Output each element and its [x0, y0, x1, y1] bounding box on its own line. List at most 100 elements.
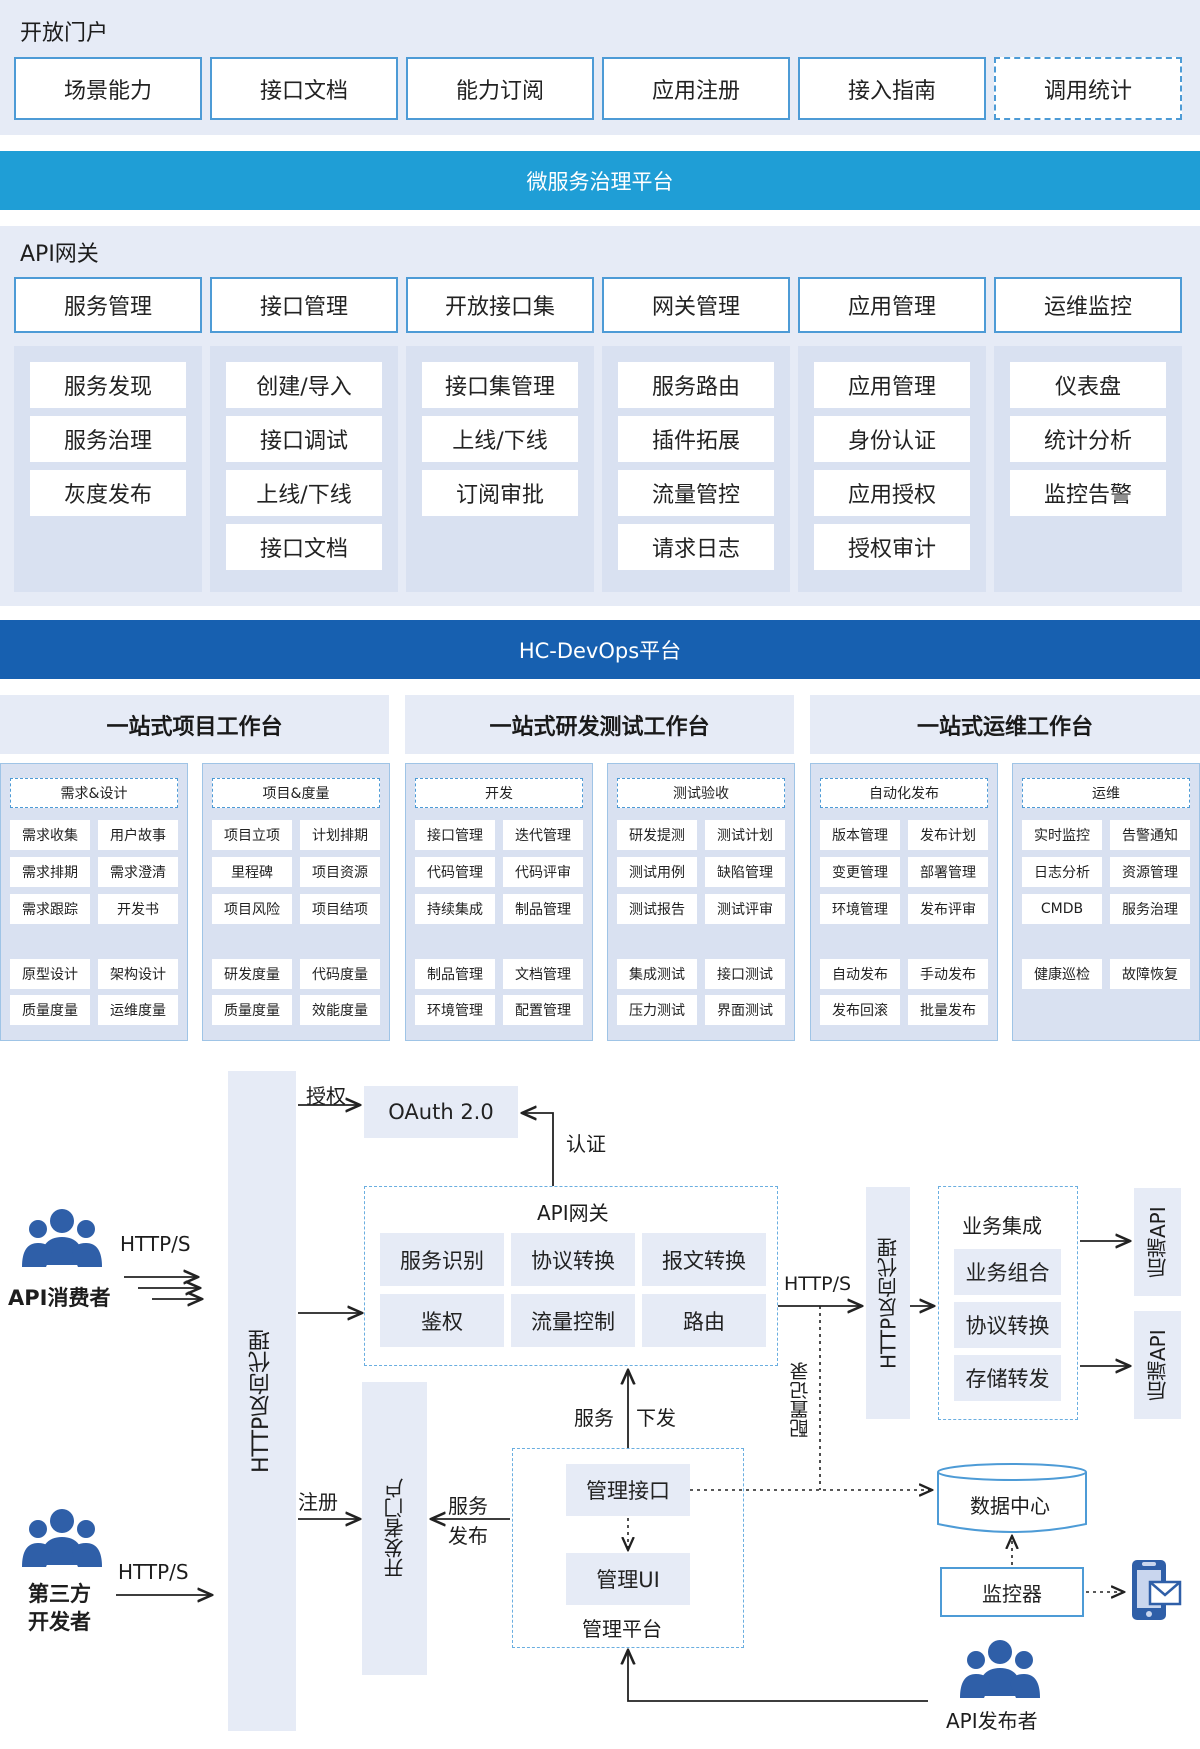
devops-cell[interactable]: 发布回滚 [820, 995, 900, 1025]
gateway-feature-item[interactable]: 接口集管理 [422, 362, 578, 408]
devops-cell[interactable]: 服务治理 [1110, 894, 1190, 924]
devops-cell[interactable]: 项目结项 [300, 894, 380, 924]
devops-cell[interactable]: 质量度量 [10, 995, 90, 1025]
gateway-feature-item[interactable]: 应用授权 [814, 470, 970, 516]
devops-cell[interactable]: 发布计划 [908, 820, 988, 850]
auth-label: 认证 [566, 1132, 606, 1156]
gateway-http-label: HTTP/S [784, 1273, 852, 1295]
devops-cell[interactable]: 集成测试 [617, 959, 697, 989]
gateway-feature-item[interactable]: 仪表盘 [1010, 362, 1166, 408]
devops-cell[interactable]: 测试用例 [617, 857, 697, 887]
devops-cell[interactable]: CMDB [1022, 894, 1102, 924]
gateway-feature-item[interactable]: 订阅审批 [422, 470, 578, 516]
devops-cell[interactable]: 里程碑 [212, 857, 292, 887]
devops-cell[interactable]: 需求收集 [10, 820, 90, 850]
devops-cell[interactable]: 制品管理 [415, 959, 495, 989]
gateway-feature-item[interactable]: 插件拓展 [618, 416, 774, 462]
devops-cell[interactable]: 资源管理 [1110, 857, 1190, 887]
devops-cell[interactable]: 变更管理 [820, 857, 900, 887]
gateway-feature-item[interactable]: 统计分析 [1010, 416, 1166, 462]
gateway-feature-item[interactable]: 上线/下线 [422, 416, 578, 462]
gateway-feature-item[interactable]: 服务路由 [618, 362, 774, 408]
devops-cell[interactable]: 代码管理 [415, 857, 495, 887]
workstation-dev-test: 一站式研发测试工作台 [405, 695, 794, 754]
devops-cell[interactable]: 日志分析 [1022, 857, 1102, 887]
devops-cell[interactable]: 配置管理 [503, 995, 583, 1025]
devops-cell[interactable]: 部署管理 [908, 857, 988, 887]
gateway-feature-item[interactable]: 流量管控 [618, 470, 774, 516]
devops-cell[interactable]: 告警通知 [1110, 820, 1190, 850]
devops-cell[interactable]: 项目风险 [212, 894, 292, 924]
devops-cell[interactable]: 批量发布 [908, 995, 988, 1025]
devops-cell[interactable]: 需求跟踪 [10, 894, 90, 924]
devops-cell[interactable]: 制品管理 [503, 894, 583, 924]
devops-cell[interactable]: 用户故事 [98, 820, 178, 850]
gateway-feature-item[interactable]: 应用管理 [814, 362, 970, 408]
authorize-label: 授权 [306, 1084, 346, 1108]
gateway-feature-item[interactable]: 接口调试 [226, 416, 382, 462]
portal-item-guide[interactable]: 接入指南 [798, 57, 986, 120]
devops-cell[interactable]: 持续集成 [415, 894, 495, 924]
management-platform [512, 1448, 744, 1648]
devops-cell[interactable]: 健康巡检 [1022, 959, 1102, 989]
consumer-http-label: HTTP/S [120, 1232, 191, 1256]
devops-cell[interactable]: 架构设计 [98, 959, 178, 989]
gateway-feature-item[interactable]: 监控告警 [1010, 470, 1166, 516]
gateway-header-open-api-set[interactable]: 开放接口集 [406, 277, 594, 333]
gateway-header-ops-monitor[interactable]: 运维监控 [994, 277, 1182, 333]
devops-cell[interactable]: 环境管理 [415, 995, 495, 1025]
devops-cell[interactable]: 质量度量 [212, 995, 292, 1025]
devops-cell[interactable]: 项目资源 [300, 857, 380, 887]
devops-cell[interactable]: 测试评审 [705, 894, 785, 924]
gateway-header-api-mgmt[interactable]: 接口管理 [210, 277, 398, 333]
devops-cell[interactable]: 实时监控 [1022, 820, 1102, 850]
gateway-feature-item[interactable]: 服务治理 [30, 416, 186, 462]
devops-cell[interactable]: 项目立项 [212, 820, 292, 850]
devops-cell[interactable]: 测试报告 [617, 894, 697, 924]
portal-item-subscribe[interactable]: 能力订阅 [406, 57, 594, 120]
devops-cell[interactable]: 测试计划 [705, 820, 785, 850]
devops-cell[interactable]: 故障恢复 [1110, 959, 1190, 989]
devops-cell[interactable]: 运维度量 [98, 995, 178, 1025]
gateway-feature-item[interactable]: 请求日志 [618, 524, 774, 570]
devops-cell[interactable]: 原型设计 [10, 959, 90, 989]
devops-cell[interactable]: 缺陷管理 [705, 857, 785, 887]
devops-cell[interactable]: 环境管理 [820, 894, 900, 924]
devops-cell[interactable]: 开发书 [98, 894, 178, 924]
devops-cell[interactable]: 文档管理 [503, 959, 583, 989]
devops-platform-bar: HC-DevOps平台 [0, 620, 1200, 679]
devops-cell[interactable]: 自动发布 [820, 959, 900, 989]
devops-cell[interactable]: 压力测试 [617, 995, 697, 1025]
portal-item-app-register[interactable]: 应用注册 [602, 57, 790, 120]
devops-cell[interactable]: 代码评审 [503, 857, 583, 887]
portal-item-api-doc[interactable]: 接口文档 [210, 57, 398, 120]
devops-cell[interactable]: 界面测试 [705, 995, 785, 1025]
devops-cell[interactable]: 需求排期 [10, 857, 90, 887]
gateway-feature-item[interactable]: 服务发现 [30, 362, 186, 408]
gateway-feature-item[interactable]: 授权审计 [814, 524, 970, 570]
gateway-header-service-mgmt[interactable]: 服务管理 [14, 277, 202, 333]
portal-item-stats[interactable]: 调用统计 [994, 57, 1182, 120]
devops-cell[interactable]: 需求澄清 [98, 857, 178, 887]
devops-cell[interactable]: 研发度量 [212, 959, 292, 989]
devops-cell[interactable]: 发布评审 [908, 894, 988, 924]
portal-item-scene[interactable]: 场景能力 [14, 57, 202, 120]
devops-cell[interactable]: 研发提测 [617, 820, 697, 850]
devops-cell[interactable]: 接口管理 [415, 820, 495, 850]
gateway-feature-item[interactable]: 创建/导入 [226, 362, 382, 408]
devops-cell[interactable]: 代码度量 [300, 959, 380, 989]
gateway-feature-item[interactable]: 上线/下线 [226, 470, 382, 516]
gateway-header-gateway-mgmt[interactable]: 网关管理 [602, 277, 790, 333]
devops-cell[interactable]: 计划排期 [300, 820, 380, 850]
devops-cell[interactable]: 手动发布 [908, 959, 988, 989]
gateway-feature-item[interactable]: 灰度发布 [30, 470, 186, 516]
notification-phone-icon [1132, 1560, 1182, 1620]
gateway-header-app-mgmt[interactable]: 应用管理 [798, 277, 986, 333]
gateway-feature-item[interactable]: 接口文档 [226, 524, 382, 570]
gateway-feature-item[interactable]: 身份认证 [814, 416, 970, 462]
devops-cell[interactable]: 迭代管理 [503, 820, 583, 850]
devops-cell[interactable]: 效能度量 [300, 995, 380, 1025]
flow-api-gateway [364, 1186, 778, 1366]
devops-cell[interactable]: 接口测试 [705, 959, 785, 989]
devops-cell[interactable]: 版本管理 [820, 820, 900, 850]
